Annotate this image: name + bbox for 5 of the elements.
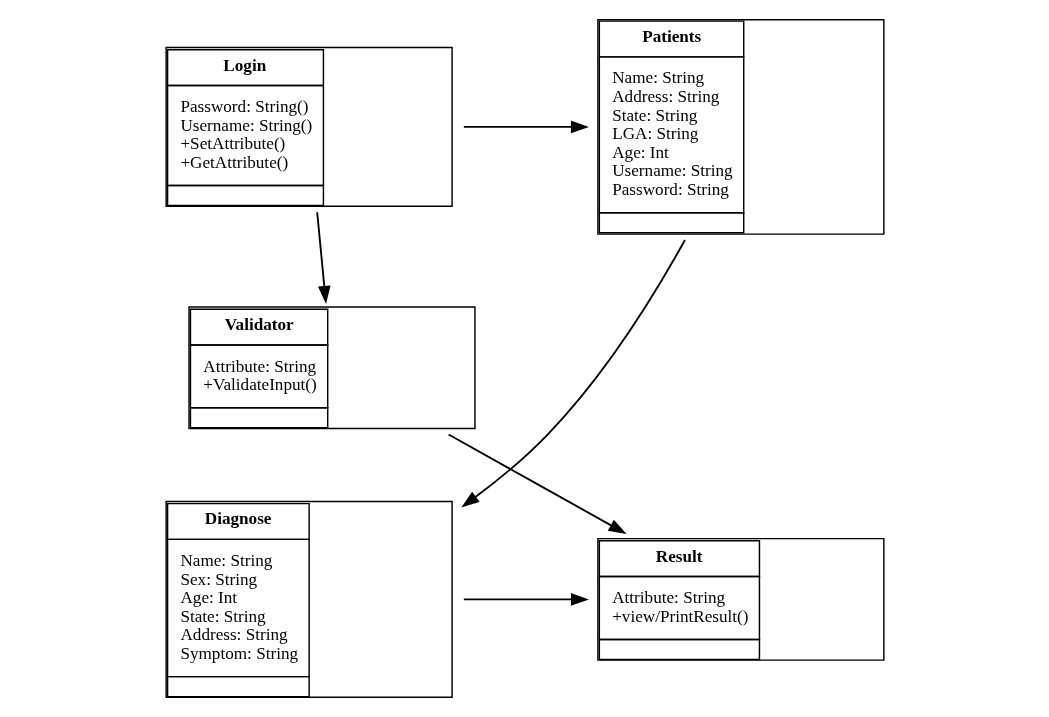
arrow bbox=[462, 593, 589, 606]
arrow bbox=[315, 211, 331, 304]
arrow bbox=[462, 120, 589, 134]
arrow bbox=[460, 239, 686, 508]
arrow bbox=[447, 433, 627, 534]
